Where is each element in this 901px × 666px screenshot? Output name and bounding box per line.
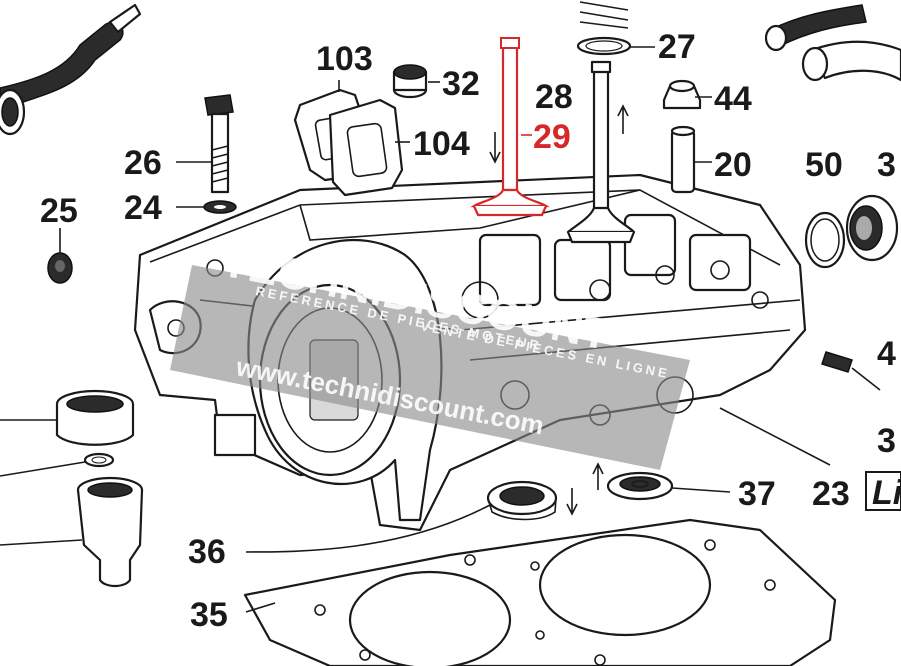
seal-32 [392,64,428,99]
valve-guide-20 [670,125,696,194]
head-gasket-35 [243,518,837,666]
o-ring-50 [804,211,846,269]
callout-24: 24 [124,189,162,227]
li-box [865,471,901,511]
callout-labels: 103 32 27 28 44 104 29 26 20 50 3 25 24 … [40,28,901,634]
callout-32: 32 [442,65,480,103]
leader-lines [0,46,881,613]
callout-3-bottom: 3 [877,422,896,460]
flange-104 [328,98,404,197]
watermark-band [170,265,690,470]
plug-25 [47,252,73,284]
callout-26: 26 [124,144,162,182]
li-box-label: Li [872,474,901,512]
valve-seal-37 [606,471,674,501]
valve-cap-44 [662,79,702,110]
coolant-hose-top-right [764,4,901,82]
direction-arrows [489,104,629,516]
callout-3-top: 3 [877,146,896,184]
callout-35: 35 [190,596,228,634]
callout-37: 37 [738,475,776,513]
callout-28: 28 [535,78,573,116]
bolt-26 [204,94,234,194]
ring-left [83,452,115,468]
tappet-left [76,476,144,588]
screw-4 [821,351,853,373]
callout-25: 25 [40,192,78,230]
washer-24 [203,200,237,214]
coolant-hose-top-left [0,3,142,136]
seal-3-right [845,194,899,262]
callout-20: 20 [714,146,752,184]
intake-valve-28 [566,60,636,244]
callout-29: 29 [533,118,571,156]
callout-23: 23 [812,475,850,513]
callout-4: 4 [877,335,896,373]
exhaust-valve-29 [470,37,550,217]
callout-104: 104 [413,125,470,163]
callout-36: 36 [188,533,226,571]
callout-44: 44 [714,80,752,118]
callout-103: 103 [316,40,373,78]
callout-27: 27 [658,28,696,66]
tappet-cap-left [55,389,135,446]
valve-spring [576,1,632,56]
oil-seal-36 [486,480,558,521]
callout-50: 50 [805,146,843,184]
